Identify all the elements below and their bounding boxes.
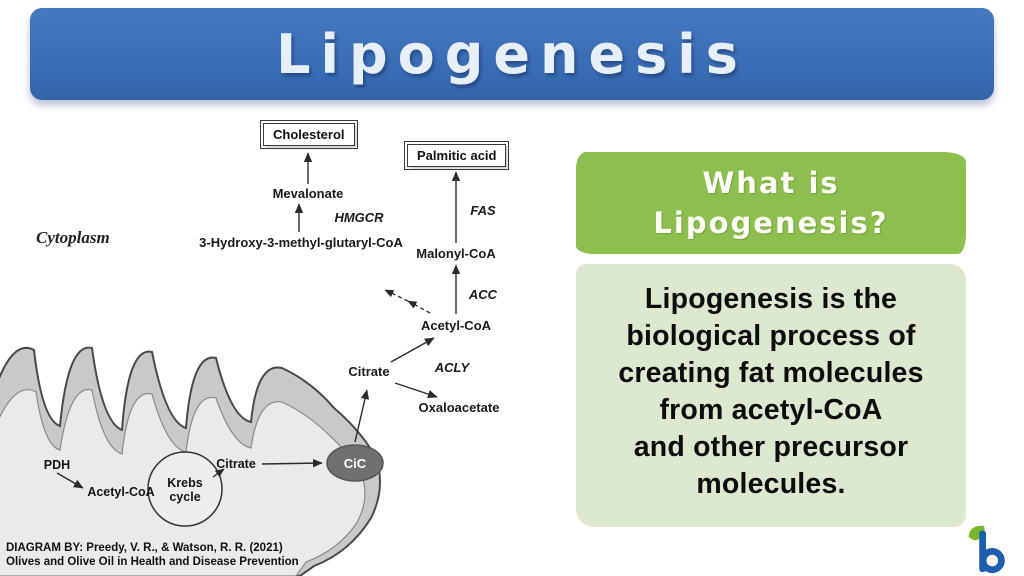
acly-enzyme-label: ACLY xyxy=(434,360,470,375)
citrate-mitochondria-label: Citrate xyxy=(216,457,256,471)
answer-line-6: molecules. xyxy=(696,468,846,500)
logo-b-bowl xyxy=(979,548,1005,574)
citation-line1: DIAGRAM BY: Preedy, V. R., & Watson, R. … xyxy=(6,542,283,554)
krebs-cycle-line2: cycle xyxy=(169,490,201,504)
pdh-label: PDH xyxy=(43,458,71,472)
answer-line-5: and other precursor xyxy=(633,431,909,463)
acetyl-coa-cytoplasm-label: Acetyl-CoA xyxy=(420,318,492,333)
question-banner: What is Lipogenesis? xyxy=(576,152,966,254)
diagram-citation: DIAGRAM BY: Preedy, V. R., & Watson, R. … xyxy=(6,541,299,569)
arrow-citrate-to-acetyl xyxy=(390,337,435,363)
cytoplasm-label: Cytoplasm xyxy=(36,228,110,247)
question-line1: What is xyxy=(702,166,840,200)
page-title: Lipogenesis xyxy=(276,22,748,86)
cholesterol-box: Cholesterol xyxy=(260,120,358,149)
cic-label: CiC xyxy=(343,456,367,471)
palmitic-acid-box: Palmitic acid xyxy=(403,141,510,170)
krebs-cycle-label: Krebs cycle xyxy=(160,476,210,504)
answer-line-1: Lipogenesis is the xyxy=(644,283,898,315)
hmgcr-enzyme-label: HMGCR xyxy=(334,210,384,225)
oxaloacetate-label: Oxaloacetate xyxy=(418,400,500,415)
arrow-acetyl-to-hmgcoa-dashed-2 xyxy=(384,289,409,302)
krebs-cycle-line1: Krebs xyxy=(167,476,203,490)
arrow-citrate-to-cic xyxy=(261,458,323,468)
header-banner: Lipogenesis xyxy=(30,8,994,100)
acc-enzyme-label: ACC xyxy=(468,287,498,302)
answer-line-2: biological process of xyxy=(626,320,916,352)
question-line2: Lipogenesis? xyxy=(653,206,889,240)
answer-box: Lipogenesis is the biological process of… xyxy=(576,264,966,527)
citrate-cytoplasm-label: Citrate xyxy=(348,364,390,379)
arrow-cic-to-citrate xyxy=(354,389,370,443)
citation-line2: Olives and Olive Oil in Health and Disea… xyxy=(6,556,299,568)
arrow-acetyl-to-hmgcoa-dashed-1 xyxy=(407,300,431,314)
brand-logo xyxy=(968,525,1005,574)
fas-enzyme-label: FAS xyxy=(470,203,496,218)
arrow-citrate-to-oxaloacetate xyxy=(394,382,438,399)
answer-line-4: from acetyl-CoA xyxy=(659,394,883,426)
mevalonate-label: Mevalonate xyxy=(272,186,344,201)
hmg-coa-label: 3-Hydroxy-3-methyl-glutaryl-CoA xyxy=(199,235,403,250)
malonyl-coa-label: Malonyl-CoA xyxy=(416,246,496,261)
answer-line-3: creating fat molecules xyxy=(618,357,924,389)
acetyl-coa-mitochondria-label: Acetyl-CoA xyxy=(87,485,155,499)
